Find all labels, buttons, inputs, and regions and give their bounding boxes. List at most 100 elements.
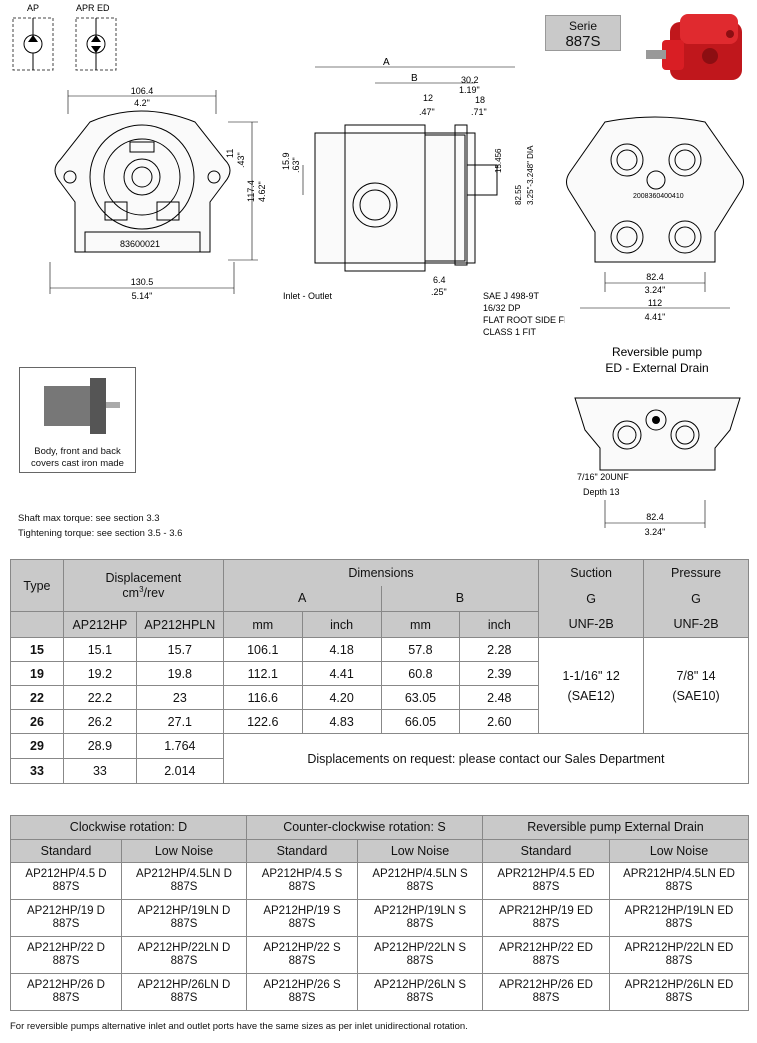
col-header-low-noise: Low Noise xyxy=(609,839,749,863)
serie-code: 887S xyxy=(565,33,601,50)
col-header-clockwise: Clockwise rotation: D xyxy=(10,815,247,840)
front-dim-130: 130.5 xyxy=(131,277,154,287)
col-header-standard: Standard xyxy=(246,839,358,863)
cell-b-inch: 2.60 xyxy=(459,709,540,734)
cell-a-inch: 4.18 xyxy=(301,637,382,662)
side-dim-6: 6.4 xyxy=(433,275,446,285)
cell-a-mm: 122.6 xyxy=(222,709,303,734)
side-dim-b: B xyxy=(411,73,418,84)
displacement-unit-suffix: /rev xyxy=(143,586,165,601)
displacement-request-note: Displacements on request: please contact… xyxy=(222,733,750,784)
reversible-dim-82: 82.4 xyxy=(646,512,664,522)
side-dim-18-in: .71" xyxy=(471,107,487,117)
reversible-subtitle: ED - External Drain xyxy=(605,361,708,375)
col-header-type-blank xyxy=(10,611,64,638)
col-header-pressure: Pressure xyxy=(643,559,749,586)
cell-b-inch: 2.28 xyxy=(459,637,540,662)
front-dim-11: 11 xyxy=(225,149,235,158)
col-header-counter-clockwise: Counter-clockwise rotation: S xyxy=(246,815,483,840)
col-header-suction-unf: UNF-2B xyxy=(538,611,645,638)
body-note-line-1: Body, front and back xyxy=(34,446,121,457)
reversible-pump-drawing: Reversible pump ED - External Drain 7/16… xyxy=(574,345,741,537)
body-note-line-2: covers cast iron made xyxy=(31,458,124,469)
hydraulic-symbols: AP APR ED xyxy=(12,3,117,71)
rear-dim-82: 82.4 xyxy=(646,272,664,282)
col-header-standard: Standard xyxy=(482,839,610,863)
front-part-code: 83600021 xyxy=(120,239,160,249)
cell-apln: 1.764 xyxy=(135,733,224,759)
col-header-b-inch: inch xyxy=(459,611,540,638)
col-header-standard: Standard xyxy=(10,839,122,863)
pressure-sae: (SAE10) xyxy=(672,688,720,703)
reversible-title: Reversible pump xyxy=(612,345,702,359)
cell-a-mm: 112.1 xyxy=(222,661,303,686)
serie-label: Serie xyxy=(568,19,597,33)
order-codes-table: Clockwise rotation: D Counter-clockwise … xyxy=(10,815,749,1011)
cell-apln: 23 xyxy=(135,685,224,710)
col-header-displacement: Displacement cm3/rev xyxy=(62,559,224,612)
col-header-reversible: Reversible pump External Drain xyxy=(482,815,749,840)
symbol-ap-label: AP xyxy=(27,3,39,13)
front-view-drawing: 106.4 4.2" 83600021 117.4 4.62" 11 .43" … xyxy=(49,86,267,301)
col-header-low-noise: Low Noise xyxy=(121,839,247,863)
cell-ap: 15.1 xyxy=(62,637,137,662)
cell-a-mm: 116.6 xyxy=(222,685,303,710)
front-dim-106-in: 4.2" xyxy=(134,98,150,108)
pressure-port-cell: 7/8" 14 (SAE10) xyxy=(643,637,749,734)
reversible-dim-82-in: 3.24" xyxy=(645,527,666,537)
dimensions-table: Type Displacement cm3/rev Dimensions Suc… xyxy=(10,559,750,784)
cell-a-mm: 106.1 xyxy=(222,637,303,662)
symbol-apr-ed-label: APR ED xyxy=(76,3,110,13)
cell-b-inch: 2.48 xyxy=(459,685,540,710)
side-dim-15456: 15.456 xyxy=(494,148,503,173)
side-dim-82: 82.55 xyxy=(514,184,523,205)
side-dim-15-in: .63" xyxy=(291,157,301,173)
spline-spec-2: 16/32 DP xyxy=(483,303,521,313)
col-header-b: B xyxy=(380,585,540,612)
front-dim-130-in: 5.14" xyxy=(132,291,153,301)
side-view-drawing: A B 30.2 1.19" 12 .47" 18 .71" 15.9 .63"… xyxy=(281,57,565,337)
rear-view-drawing: 2008360400410 82.4 3.24" 112 4.41" xyxy=(566,116,744,322)
cell-b-mm: 63.05 xyxy=(380,685,461,710)
suction-port-cell: 1-1/16" 12 (SAE12) xyxy=(538,637,645,734)
cell-apln: 27.1 xyxy=(135,709,224,734)
cell-apln: 19.8 xyxy=(135,661,224,686)
col-header-pressure-g: G xyxy=(643,585,749,612)
side-dim-12-in: .47" xyxy=(419,107,435,117)
table-row: 22 22.2 23 116.6 4.20 63.05 2.48 xyxy=(10,685,749,710)
table-row: 15 15.1 15.7 106.1 4.18 57.8 2.28 1-1/16… xyxy=(10,637,749,734)
rear-part-code: 2008360400410 xyxy=(633,193,684,200)
side-dim-30: 30.2 xyxy=(461,75,479,85)
suction-sae: (SAE12) xyxy=(567,688,615,703)
front-dim-106: 106.4 xyxy=(131,86,154,96)
cell-apln: 2.014 xyxy=(135,758,224,784)
col-header-dimensions: Dimensions xyxy=(222,559,540,586)
spline-spec-4: CLASS 1 FIT xyxy=(483,327,537,337)
cell-type: 22 xyxy=(10,685,64,710)
side-dim-30-in: 1.19" xyxy=(459,85,480,95)
displacement-unit: cm xyxy=(122,586,140,601)
col-header-low-noise: Low Noise xyxy=(357,839,483,863)
side-dim-12: 12 xyxy=(423,93,433,103)
drain-depth-label: Depth 13 xyxy=(583,487,620,497)
cell-ap: 28.9 xyxy=(62,733,137,759)
col-header-type: Type xyxy=(10,559,64,612)
cell-ap: 22.2 xyxy=(62,685,137,710)
cell-a-inch: 4.83 xyxy=(301,709,382,734)
